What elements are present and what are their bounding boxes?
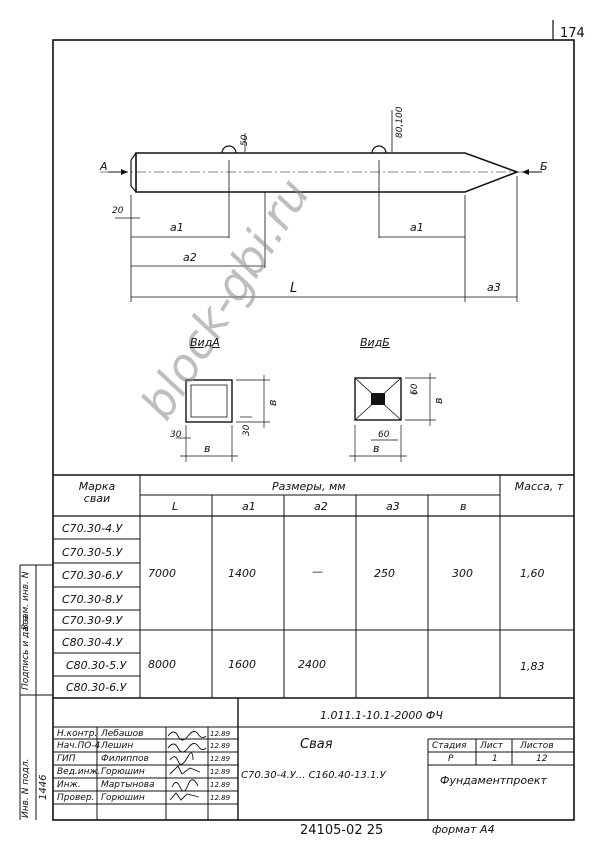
table-header-mass: Масса, т <box>514 480 564 493</box>
g1-b: 300 <box>452 567 473 580</box>
organization: Фундаментпроект <box>440 774 547 787</box>
dim-a1-right: a1 <box>410 221 424 234</box>
sheet-value: 1 <box>492 754 498 764</box>
view-marker-b: Б <box>540 160 548 173</box>
dim-a1-left: a1 <box>170 221 184 234</box>
g1-a2: — <box>312 565 323 578</box>
table-subheader-L: L <box>172 500 179 513</box>
table-subheader-b: в <box>460 500 467 513</box>
view-marker-a: А <box>100 160 108 173</box>
table-subheader-a2: a2 <box>314 500 328 513</box>
g1-a3: 250 <box>374 567 395 580</box>
table-grid <box>53 474 574 699</box>
stamp-date: 12.89 <box>210 781 231 789</box>
table-header-mark: Марка сваи <box>78 480 116 505</box>
table-row-mark: С70.30-8.У <box>62 593 123 606</box>
stamp-title: Свая <box>300 737 333 752</box>
g2-L: 8000 <box>148 658 176 671</box>
view-b-dim-60-bottom: 60 <box>378 430 390 440</box>
table-row-mark: С70.30-9.У <box>62 614 123 627</box>
table-row-mark: С70.30-4.У <box>62 522 123 535</box>
stamp-role: Провер. <box>57 793 95 803</box>
table-subheader-a1: a1 <box>242 500 256 513</box>
sheets-label: Листов <box>520 741 554 751</box>
table-row-mark: С70.30-5.У <box>62 546 123 559</box>
stamp-grid <box>53 698 574 820</box>
g1-a1: 1400 <box>228 567 256 580</box>
stamp-date: 12.89 <box>210 794 231 802</box>
dim-a3: a3 <box>487 281 501 294</box>
sheets-value: 12 <box>536 754 548 764</box>
view-a-dim-b-bottom: в <box>204 442 211 455</box>
stamp-role: Вед.инж. <box>57 767 101 777</box>
pile-side-view <box>100 145 542 193</box>
format-label: формат А4 <box>432 823 495 836</box>
dim-20: 20 <box>112 206 124 216</box>
stamp-name: Мартынова <box>101 780 155 790</box>
view-a-section <box>176 375 270 462</box>
table-row-mark: С70.30-6.У <box>62 569 123 582</box>
bottom-code: 24105-02 25 <box>300 823 384 838</box>
stamp-role: Н.контр. <box>57 729 98 739</box>
g1-mass: 1,60 <box>520 567 545 580</box>
stamp-role: ГИП <box>57 754 76 764</box>
stamp-name: Филиппов <box>101 754 149 764</box>
doc-code: 1.011.1-10.1-2000 ФЧ <box>320 709 443 722</box>
stamp-date: 12.89 <box>210 730 231 738</box>
dimension-lines <box>115 110 518 302</box>
table-header-dims: Размеры, мм <box>272 480 346 493</box>
g2-mass: 1,83 <box>520 660 545 673</box>
view-a-title: ВидА <box>190 336 220 349</box>
stamp-date: 12.89 <box>210 755 231 763</box>
stamp-name: Горюшин <box>101 767 145 777</box>
stage-label: Стадия <box>432 741 467 751</box>
stamp-name: Лебашов <box>101 729 144 739</box>
sheet-label: Лист <box>480 741 503 751</box>
stamp-subtitle: С70.30-4.У... С160.40-13.1.У <box>241 770 386 781</box>
dim-L: L <box>290 281 298 296</box>
stamp-date: 12.89 <box>210 768 231 776</box>
page-number: 174 <box>560 26 585 41</box>
view-b-title: ВидБ <box>360 336 390 349</box>
dim-a2: a2 <box>183 251 197 264</box>
view-b-section <box>349 373 436 462</box>
table-row-mark: С80.30-4.У <box>62 636 123 649</box>
stage-value: Р <box>448 754 454 764</box>
table-row-mark: С80.30-6.У <box>66 681 127 694</box>
stamp-role: Нач.ПО-4 <box>57 741 101 751</box>
g2-a1: 1600 <box>228 658 256 671</box>
view-a-dim-30-bottom: 30 <box>170 430 182 440</box>
stamp-name: Лешин <box>101 741 134 751</box>
view-b-dim-b-bottom: в <box>373 442 380 455</box>
g1-L: 7000 <box>148 567 176 580</box>
g2-a2: 2400 <box>298 658 326 671</box>
table-row-mark: С80.30-5.У <box>66 659 127 672</box>
stamp-role: Инж. <box>57 780 81 790</box>
stamp-date: 12.89 <box>210 742 231 750</box>
table-subheader-a3: a3 <box>386 500 400 513</box>
stamp-name: Горюшин <box>101 793 145 803</box>
